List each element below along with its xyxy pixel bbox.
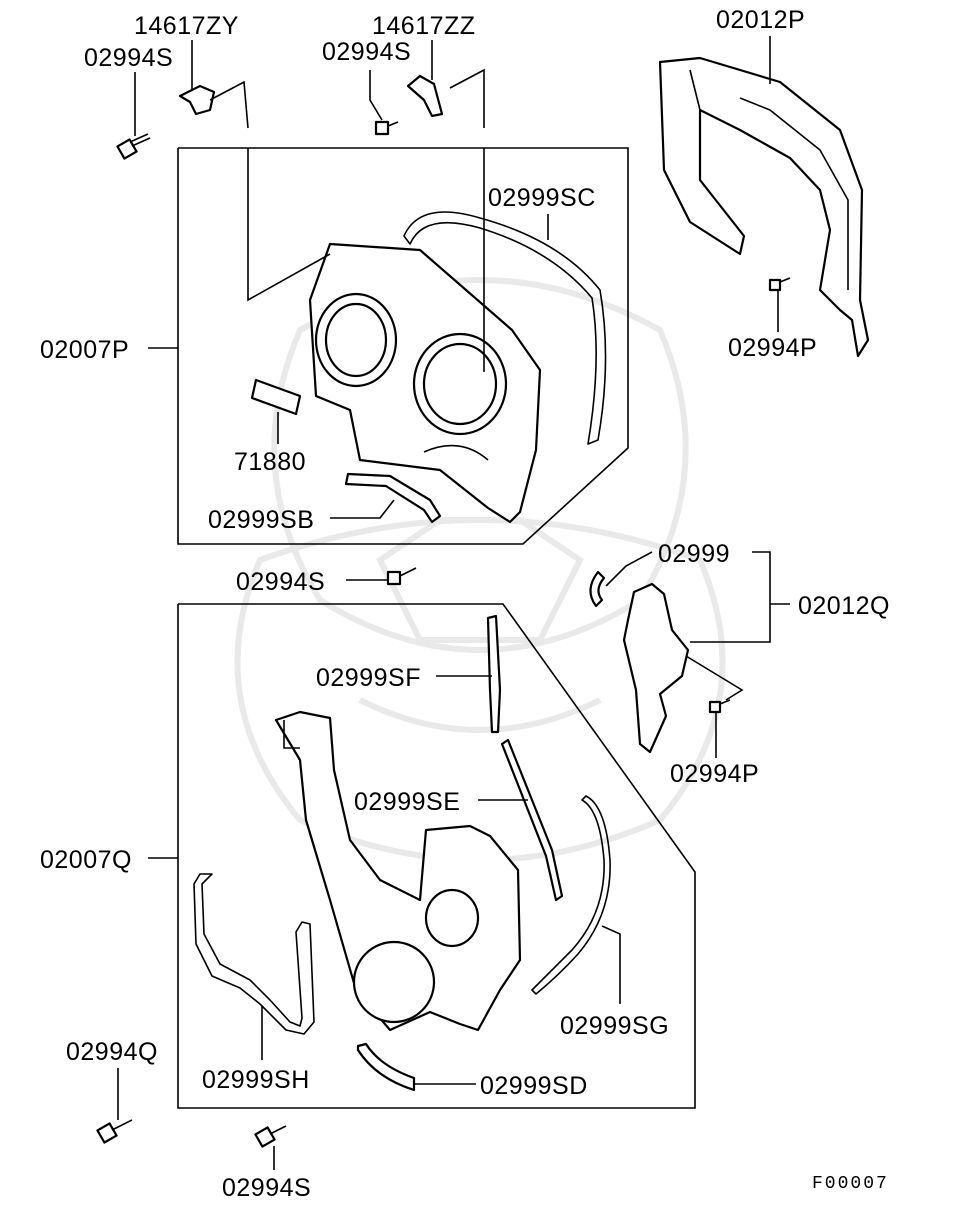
label-02999SE: 02999SE	[354, 788, 460, 816]
seal-02999SH	[193, 873, 315, 1035]
label-02994Q: 02994Q	[66, 1038, 158, 1066]
timing-cover-02007P	[308, 242, 542, 524]
label-71880: 71880	[234, 448, 306, 476]
lower-cover-frame	[177, 603, 696, 1109]
label-02994S-bottom: 02994S	[222, 1174, 311, 1202]
label-14617ZY: 14617ZY	[134, 12, 239, 40]
timing-cover-02012P	[658, 56, 870, 358]
bolt-02994P-upper	[768, 277, 791, 292]
bolt-02994P-lower	[708, 699, 731, 714]
part-labels: 14617ZY 02994S 14617ZZ 02994S 02012P 029…	[40, 6, 890, 1202]
bracket-14617ZY	[178, 84, 216, 116]
seal-02999SF	[486, 614, 502, 734]
seal-02999SG	[531, 795, 611, 995]
label-02994S-top-middle: 02994S	[322, 38, 411, 66]
label-02999SC: 02999SC	[488, 184, 596, 212]
label-02012Q: 02012Q	[798, 592, 890, 620]
label-02007P: 02007P	[40, 336, 129, 364]
label-02994S-top-left: 02994S	[84, 44, 173, 72]
label-02999SB: 02999SB	[208, 506, 314, 534]
bracket-14617ZZ	[406, 74, 444, 118]
leader-lines	[117, 36, 790, 1170]
label-02999SH: 02999SH	[202, 1066, 310, 1094]
seal-02999SC	[403, 211, 607, 445]
timing-cover-02007Q	[274, 710, 522, 1032]
seal-02999SB	[344, 472, 442, 524]
label-02994P-lower: 02994P	[670, 760, 759, 788]
label-02999: 02999	[658, 540, 730, 568]
seal-02999SE	[500, 738, 564, 902]
bolt-02994S-bottom	[254, 1125, 287, 1148]
label-02999SG: 02999SG	[560, 1012, 669, 1040]
label-02007Q: 02007Q	[40, 846, 132, 874]
label-02999SD: 02999SD	[480, 1072, 588, 1100]
label-02012P: 02012P	[716, 6, 805, 34]
upper-cover-frame	[177, 147, 629, 545]
bolt-02994S-top-left	[116, 133, 151, 160]
seal-02999SD	[356, 1042, 416, 1092]
clip-02999	[589, 570, 606, 608]
label-14617ZZ: 14617ZZ	[372, 12, 476, 40]
label-02999SF: 02999SF	[316, 664, 421, 692]
cover-02012Q	[622, 582, 690, 754]
bolt-02994S-middle	[386, 567, 417, 586]
bolt-02994S-top-middle	[374, 120, 399, 136]
label-02994S-middle: 02994S	[236, 568, 325, 596]
label-71880	[250, 378, 302, 416]
label-02994P-upper: 02994P	[728, 334, 817, 362]
bolt-02994Q	[96, 1119, 133, 1144]
figure-code: F00007	[812, 1174, 889, 1194]
